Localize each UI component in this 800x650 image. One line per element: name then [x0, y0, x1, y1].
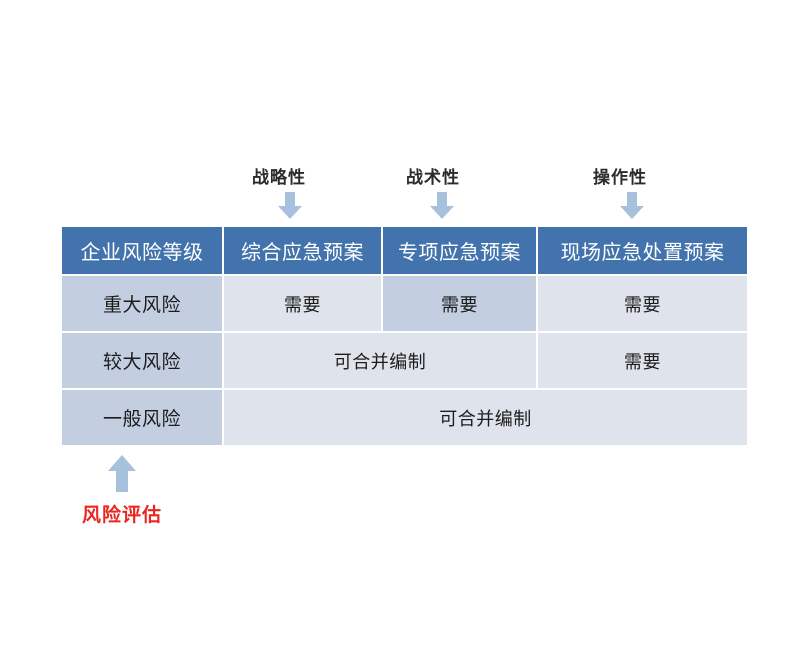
annotation-label-risk-assessment: 风险评估: [81, 505, 163, 526]
annotation-label-tactical: 战术性: [406, 168, 460, 187]
arrow-down-icon-strategic: [277, 192, 303, 220]
cell-major-special: 需要: [383, 276, 536, 331]
cell-major-onsite: 需要: [538, 276, 747, 331]
risk-plan-matrix-table: 企业风险等级 综合应急预案 专项应急预案 现场应急处置预案 重大风险 需要 需要…: [60, 225, 749, 447]
cell-larger-merged-plan: 可合并编制: [224, 333, 536, 388]
row-header-major-risk: 重大风险: [62, 276, 222, 331]
table-header-row: 企业风险等级 综合应急预案 专项应急预案 现场应急处置预案: [62, 227, 747, 274]
column-header-risk-level: 企业风险等级: [62, 227, 222, 274]
arrow-down-icon-operational: [619, 192, 645, 220]
cell-major-comprehensive: 需要: [224, 276, 381, 331]
row-header-general-risk: 一般风险: [62, 390, 222, 445]
arrow-down-icon-tactical: [429, 192, 455, 220]
column-header-onsite-plan: 现场应急处置预案: [538, 227, 747, 274]
table-row: 一般风险 可合并编制: [62, 390, 747, 445]
annotation-label-strategic: 战略性: [252, 168, 306, 187]
column-header-comprehensive-plan: 综合应急预案: [224, 227, 381, 274]
table-row: 较大风险 可合并编制 需要: [62, 333, 747, 388]
row-header-larger-risk: 较大风险: [62, 333, 222, 388]
table-row: 重大风险 需要 需要 需要: [62, 276, 747, 331]
column-header-special-plan: 专项应急预案: [383, 227, 536, 274]
cell-larger-onsite: 需要: [538, 333, 747, 388]
cell-general-merged-plan: 可合并编制: [224, 390, 747, 445]
arrow-up-icon-risk-assessment: [107, 455, 137, 493]
annotation-label-operational: 操作性: [593, 168, 647, 187]
